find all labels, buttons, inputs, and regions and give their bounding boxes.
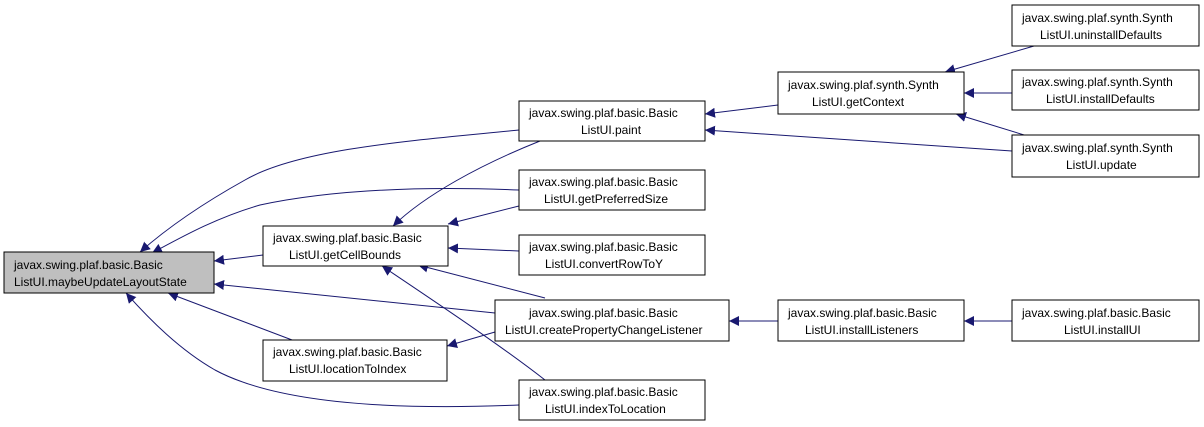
node-index-to-location[interactable]: javax.swing.plaf.basic.Basic ListUI.inde…	[518, 379, 706, 421]
node-label-line2: ListUI.convertRowToY	[545, 257, 663, 271]
node-label-line1: javax.swing.plaf.synth.Synth	[1021, 141, 1173, 155]
edge-update-to-paint	[704, 125, 1013, 152]
node-label-line2: ListUI.installDefaults	[1046, 92, 1155, 106]
node-label-line1: javax.swing.plaf.synth.Synth	[1021, 11, 1173, 25]
node-label-line1: javax.swing.plaf.basic.Basic	[528, 240, 678, 254]
node-location-to-index[interactable]: javax.swing.plaf.basic.Basic ListUI.loca…	[262, 339, 448, 382]
node-label-line2: ListUI.maybeUpdateLayoutState	[14, 275, 187, 289]
node-label-line2: ListUI.locationToIndex	[289, 362, 406, 376]
node-label-line2: ListUI.getPreferredSize	[544, 192, 668, 206]
node-label-line1: javax.swing.plaf.basic.Basic	[528, 385, 678, 399]
edge-indextolocation-to-getcellbounds	[381, 265, 546, 381]
node-label-line2: ListUI.uninstallDefaults	[1040, 28, 1162, 42]
edge-update-to-getcontext	[955, 112, 1035, 139]
node-create-property-change-listener[interactable]: javax.swing.plaf.basic.Basic ListUI.crea…	[494, 299, 730, 342]
node-label-line2: ListUI.getCellBounds	[289, 248, 401, 262]
node-update[interactable]: javax.swing.plaf.synth.Synth ListUI.upda…	[1011, 134, 1200, 178]
node-label-line1: javax.swing.plaf.basic.Basic	[272, 345, 422, 359]
edge-getcontext-to-paint	[704, 104, 779, 118]
node-install-defaults[interactable]: javax.swing.plaf.synth.Synth ListUI.inst…	[1011, 69, 1200, 111]
node-label-line2: ListUI.createPropertyChangeListener	[505, 323, 702, 337]
edges	[125, 45, 1035, 408]
edge-getcellbounds-to-maybeupdatelayoutstate	[213, 254, 264, 265]
node-label-line2: ListUI.installListeners	[805, 323, 918, 337]
edge-paint-to-getcellbounds	[392, 140, 541, 227]
node-label-line1: javax.swing.plaf.basic.Basic	[272, 231, 422, 245]
node-label-line2: ListUI.paint	[581, 123, 642, 137]
node-label-line1: javax.swing.plaf.basic.Basic	[1021, 306, 1171, 320]
node-get-preferred-size[interactable]: javax.swing.plaf.basic.Basic ListUI.getP…	[518, 169, 706, 211]
node-maybe-update-layout-state[interactable]: javax.swing.plaf.basic.Basic ListUI.mayb…	[3, 251, 215, 294]
node-label-line1: javax.swing.plaf.basic.Basic	[13, 258, 163, 272]
node-label-line2: ListUI.installUI	[1064, 323, 1141, 337]
node-label-line1: javax.swing.plaf.basic.Basic	[528, 106, 678, 120]
node-install-ui[interactable]: javax.swing.plaf.basic.Basic ListUI.inst…	[1011, 299, 1200, 342]
node-uninstall-defaults[interactable]: javax.swing.plaf.synth.Synth ListUI.unin…	[1011, 4, 1200, 47]
edge-locationtoindex-to-maybeupdatelayoutstate	[167, 291, 301, 344]
edge-getpreferredsize-to-getcellbounds	[447, 205, 520, 227]
node-get-context[interactable]: javax.swing.plaf.synth.Synth ListUI.getC…	[777, 71, 965, 115]
node-label-line1: javax.swing.plaf.basic.Basic	[787, 306, 937, 320]
edge-createpropertychangelistener-to-getcellbounds	[417, 262, 546, 299]
edge-uninstalldefaults-to-getcontext	[944, 45, 1035, 74]
node-label-line2: ListUI.update	[1066, 158, 1137, 172]
node-label-line1: javax.swing.plaf.synth.Synth	[1021, 75, 1173, 89]
edge-getpreferredsize-to-maybeupdatelayoutstate	[151, 188, 520, 254]
node-label-line1: javax.swing.plaf.basic.Basic	[528, 306, 678, 320]
node-paint[interactable]: javax.swing.plaf.basic.Basic ListUI.pain…	[518, 100, 706, 142]
edge-indextolocation-to-maybeupdatelayoutstate	[125, 292, 520, 408]
edge-paint-to-maybeupdatelayoutstate	[139, 129, 520, 253]
node-convert-row-to-y[interactable]: javax.swing.plaf.basic.Basic ListUI.conv…	[518, 234, 706, 276]
node-get-cell-bounds[interactable]: javax.swing.plaf.basic.Basic ListUI.getC…	[262, 225, 449, 267]
edge-converttoy-to-getcellbounds	[447, 243, 520, 254]
node-label-line1: javax.swing.plaf.basic.Basic	[528, 175, 678, 189]
edge-createpropertychangelistener-to-locationtoindex	[446, 331, 496, 348]
node-install-listeners[interactable]: javax.swing.plaf.basic.Basic ListUI.inst…	[777, 299, 965, 342]
edge-createpropertychangelistener-to-maybeupdatelayoutstate	[213, 280, 496, 314]
node-label-line1: javax.swing.plaf.synth.Synth	[787, 78, 939, 92]
node-label-line2: ListUI.indexToLocation	[545, 402, 666, 416]
node-label-line2: ListUI.getContext	[812, 95, 905, 109]
